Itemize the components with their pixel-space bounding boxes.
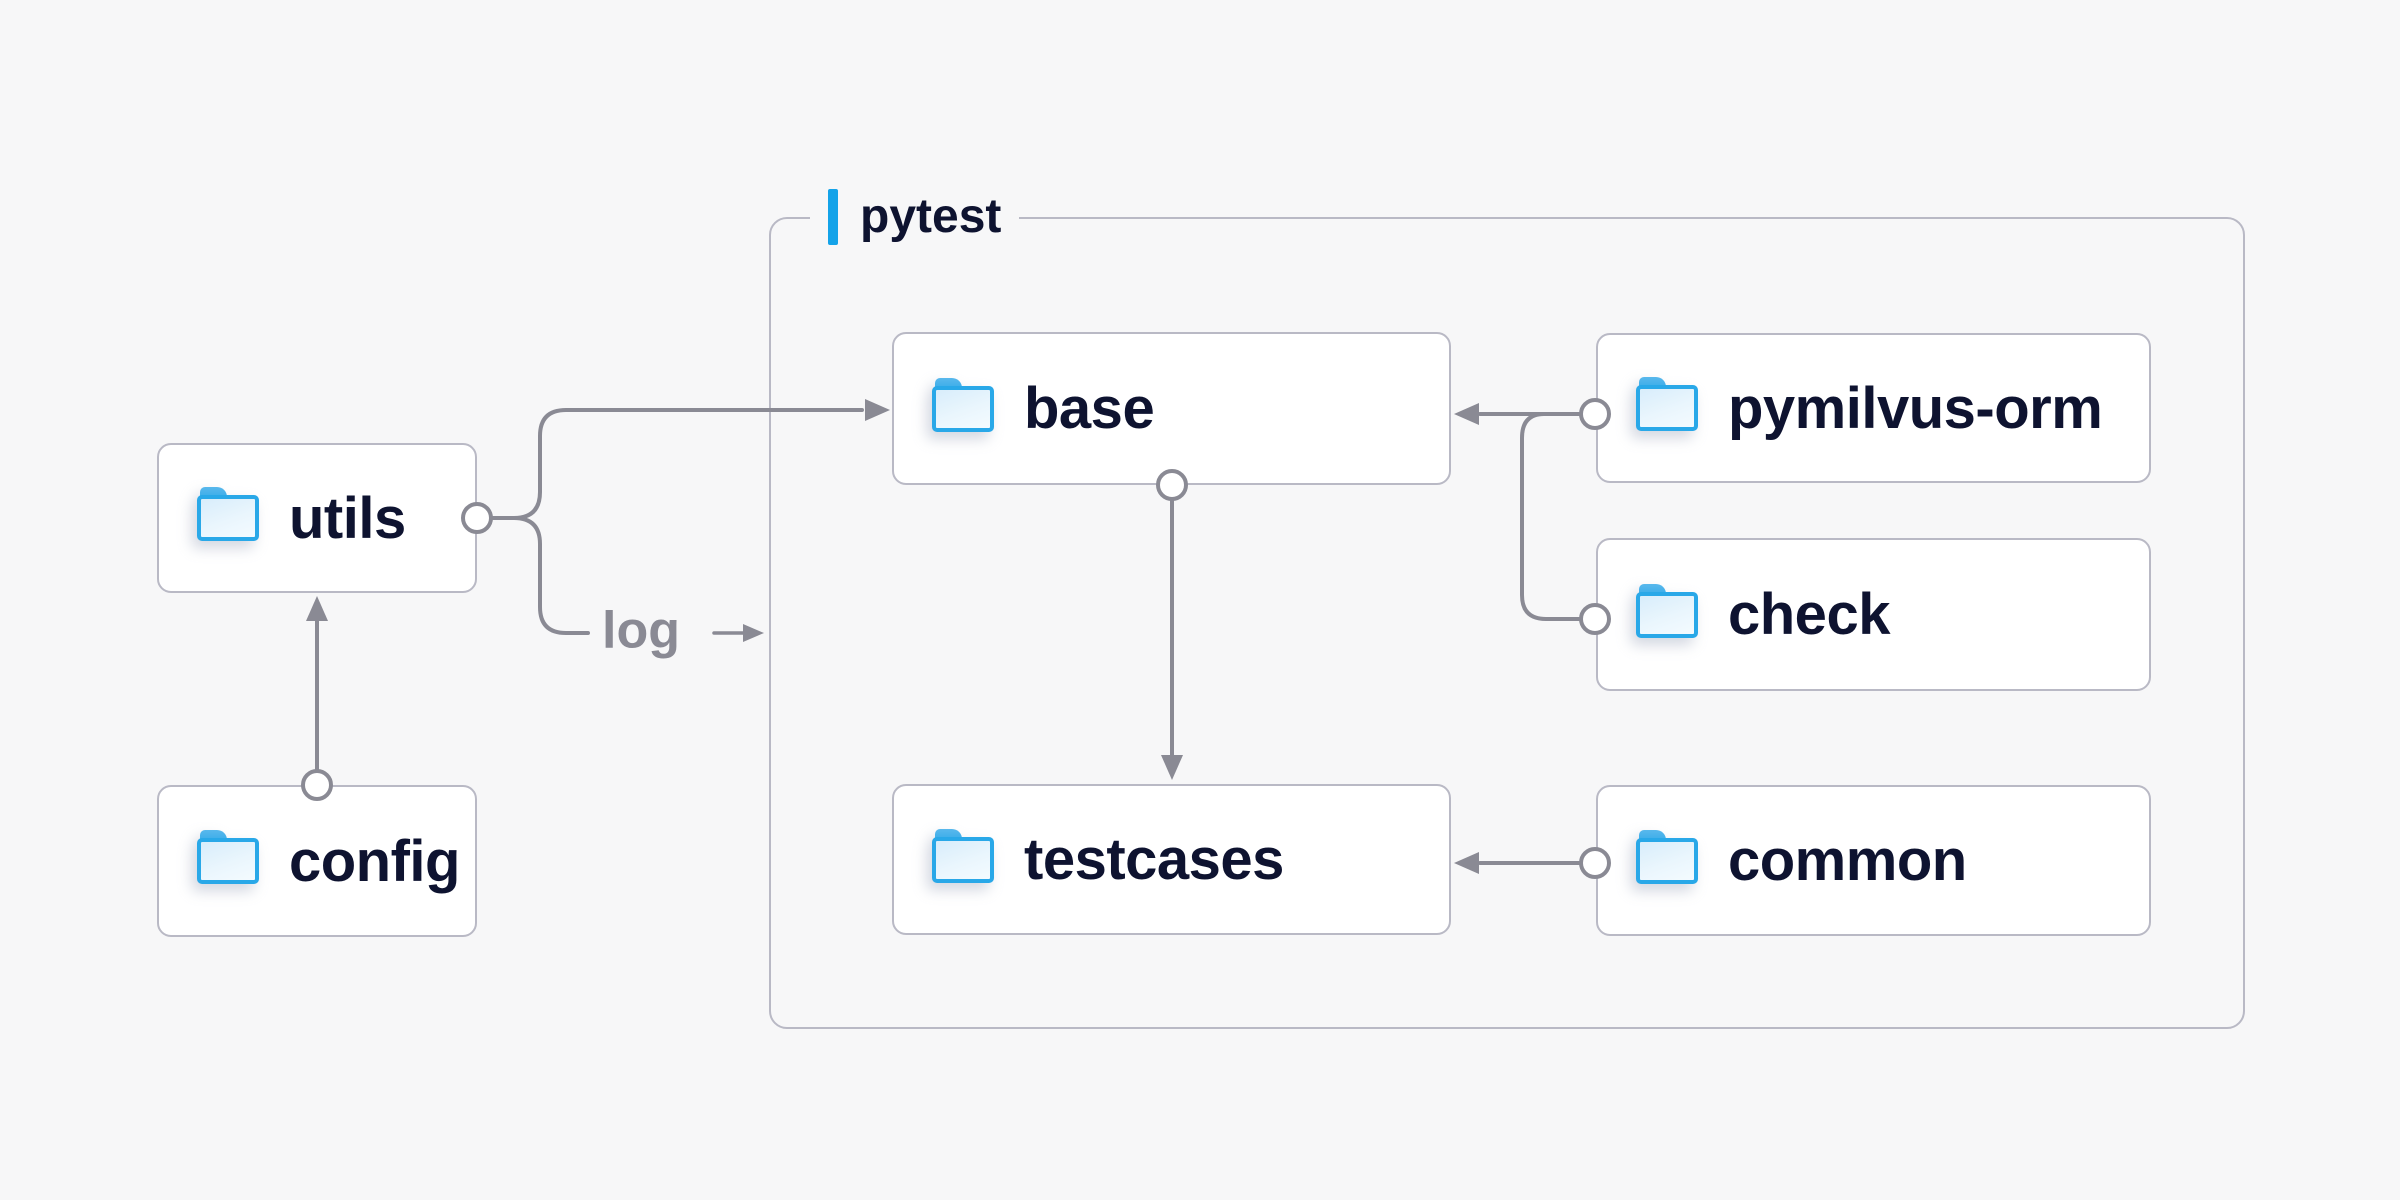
node-config: config <box>157 785 477 937</box>
pytest-group-label: pytest <box>810 189 1020 245</box>
folder-body <box>1636 837 1698 884</box>
folder-icon <box>197 830 259 884</box>
folder-icon <box>1636 377 1698 431</box>
edge-utils-log-line <box>512 516 590 635</box>
node-utils: utils <box>157 443 477 593</box>
node-label: utils <box>289 485 406 551</box>
edge-config-utils-arrowhead <box>306 596 328 621</box>
folder-body <box>1636 591 1698 638</box>
folder-body <box>197 838 259 884</box>
folder-body <box>932 385 994 432</box>
accent-bar-icon <box>828 189 838 245</box>
node-common: common <box>1596 785 2151 936</box>
folder-body <box>197 495 259 541</box>
pytest-group-title: pytest <box>860 190 1002 243</box>
node-base: base <box>892 332 1451 485</box>
folder-icon <box>932 377 994 432</box>
folder-icon <box>197 487 259 541</box>
node-label: testcases <box>1024 827 1284 892</box>
folder-body <box>932 836 994 883</box>
node-pymilvus-orm: pymilvus-orm <box>1596 333 2151 483</box>
node-check: check <box>1596 538 2151 691</box>
node-label: common <box>1728 828 1967 893</box>
node-label: config <box>289 828 460 894</box>
folder-icon <box>1636 583 1698 638</box>
log-edge-label: log <box>602 601 680 660</box>
node-testcases: testcases <box>892 784 1451 935</box>
folder-icon <box>932 828 994 883</box>
node-label: check <box>1728 582 1890 647</box>
folder-icon <box>1636 829 1698 884</box>
pytest-group-container <box>769 217 2245 1029</box>
node-label: pymilvus-orm <box>1728 375 2103 441</box>
folder-body <box>1636 385 1698 431</box>
log-arrowhead <box>743 624 764 642</box>
node-label: base <box>1024 376 1155 441</box>
